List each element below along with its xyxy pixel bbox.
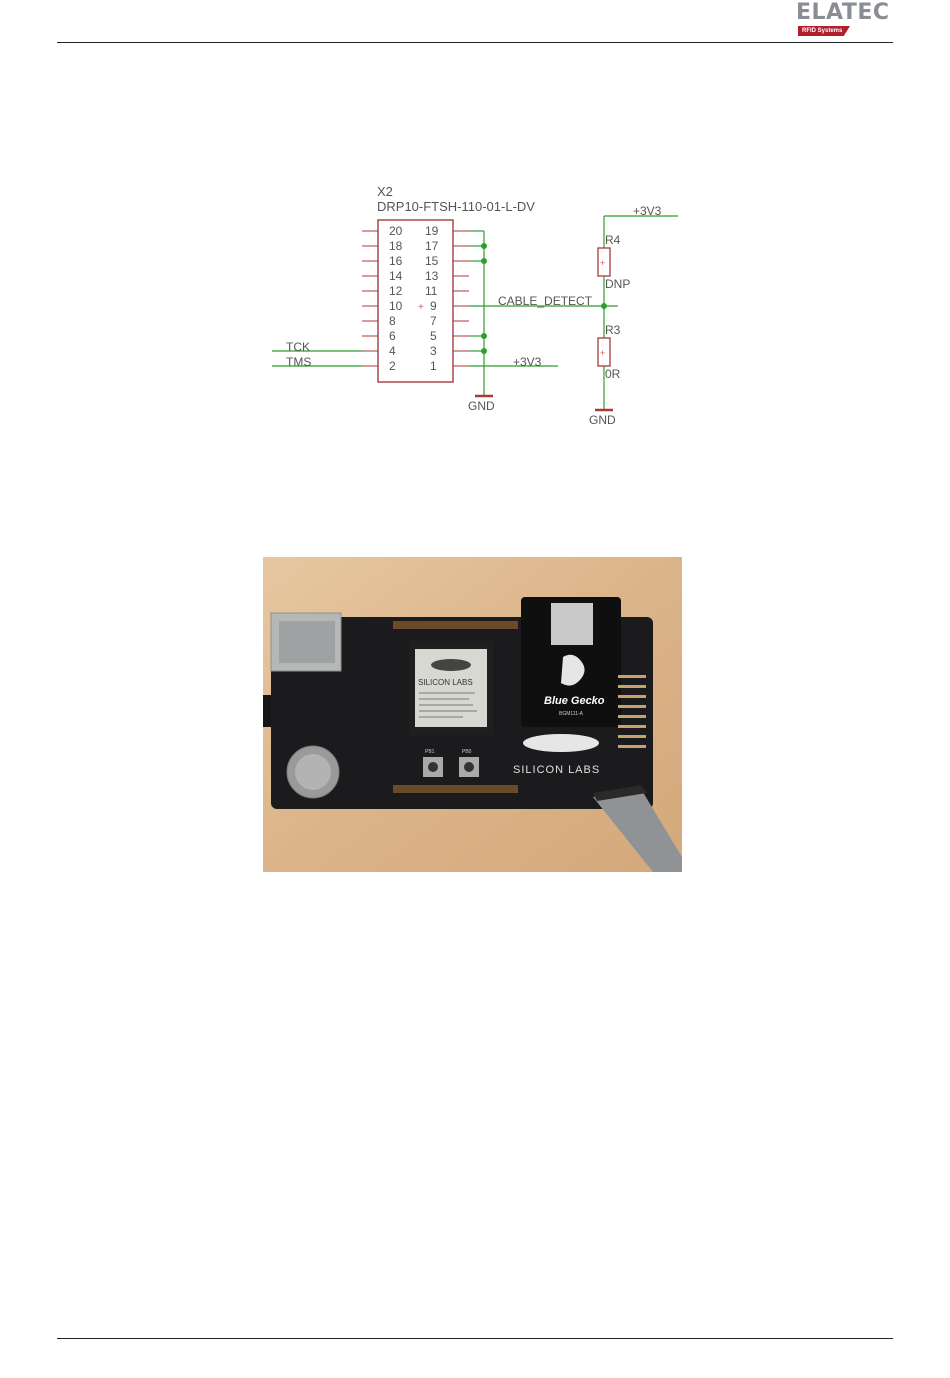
pin-label: 1 — [430, 359, 437, 373]
pb0-cap — [464, 762, 474, 772]
pin-label: 12 — [389, 284, 403, 298]
silabs-logo-icon-large — [523, 734, 599, 752]
footer-rule — [57, 1338, 893, 1339]
left-pin-numbers: 20 18 16 14 12 10 8 6 4 2 — [389, 224, 403, 373]
gnd-label-left: GND — [468, 399, 495, 413]
connector-ref: X2 — [377, 184, 393, 199]
pin-label: 15 — [425, 254, 439, 268]
pin-label: 18 — [389, 239, 403, 253]
bottom-header-pins — [393, 785, 518, 793]
logo-wordmark: ELATEC — [796, 2, 890, 24]
gnd-label-right: GND — [589, 413, 616, 427]
pin-label: 10 — [389, 299, 403, 313]
net-label-tms: TMS — [286, 355, 311, 369]
pin-label: 4 — [389, 344, 396, 358]
right-pin-numbers: 19 17 15 13 11 9 7 5 3 1 — [425, 224, 439, 373]
header-rule — [57, 42, 893, 43]
pin-label: 11 — [425, 284, 438, 298]
pin-label: 2 — [389, 359, 396, 373]
lcd-brand-text: SILICON LABS — [418, 678, 473, 687]
r4-ref: R4 — [605, 233, 621, 247]
net-label-3v3-top: +3V3 — [633, 204, 662, 218]
elatec-logo: ELATEC RFID Systems — [796, 2, 896, 38]
r3-origin: + — [600, 348, 605, 358]
r4-origin: + — [600, 258, 605, 268]
pin-label: 3 — [430, 344, 437, 358]
silabs-logo-icon — [431, 659, 471, 671]
pb1-cap — [428, 762, 438, 772]
net-label-3v3-pin1: +3V3 — [513, 355, 542, 369]
pin-label: 9 — [430, 299, 437, 313]
net-label-tck: TCK — [286, 340, 310, 354]
pin-label: 5 — [430, 329, 437, 343]
pin-label: 7 — [430, 314, 437, 328]
pin-label: 14 — [389, 269, 403, 283]
pb1-label: PB1 — [425, 749, 435, 755]
r3-ref: R3 — [605, 323, 621, 337]
module-name: Blue Gecko — [544, 695, 605, 707]
pb0-label: PB0 — [462, 749, 472, 755]
coin-cell-face — [295, 754, 331, 790]
brand-bottom: SILICON LABS — [513, 764, 600, 776]
connector-part: DRP10-FTSH-110-01-L-DV — [377, 199, 535, 214]
r3-value: 0R — [605, 367, 621, 381]
logo-subtext: RFID Systems — [802, 26, 842, 36]
left-pin-stubs — [362, 231, 378, 366]
origin-mark: + — [418, 302, 424, 313]
pin-label: 17 — [425, 239, 439, 253]
pin-label: 16 — [389, 254, 403, 268]
top-header-pins — [393, 621, 518, 629]
jtag-connector-schematic: X2 DRP10-FTSH-110-01-L-DV 20 18 16 14 12… — [265, 178, 685, 428]
rf-shield — [551, 603, 593, 645]
pin-label: 6 — [389, 329, 396, 343]
pin-label: 20 — [389, 224, 403, 238]
module-part: BGM111-A — [559, 711, 584, 717]
pin-label: 13 — [425, 269, 439, 283]
net-label-cable-detect: CABLE_DETECT — [498, 294, 593, 308]
right-pin-stubs — [453, 231, 469, 366]
dev-board-photo: SILICON LABS PB1 PB0 Blue Gecko BGM111-A… — [263, 557, 682, 872]
pin-label: 8 — [389, 314, 396, 328]
ethernet-shield — [279, 621, 335, 663]
r4-value: DNP — [605, 277, 630, 291]
pin-label: 19 — [425, 224, 439, 238]
